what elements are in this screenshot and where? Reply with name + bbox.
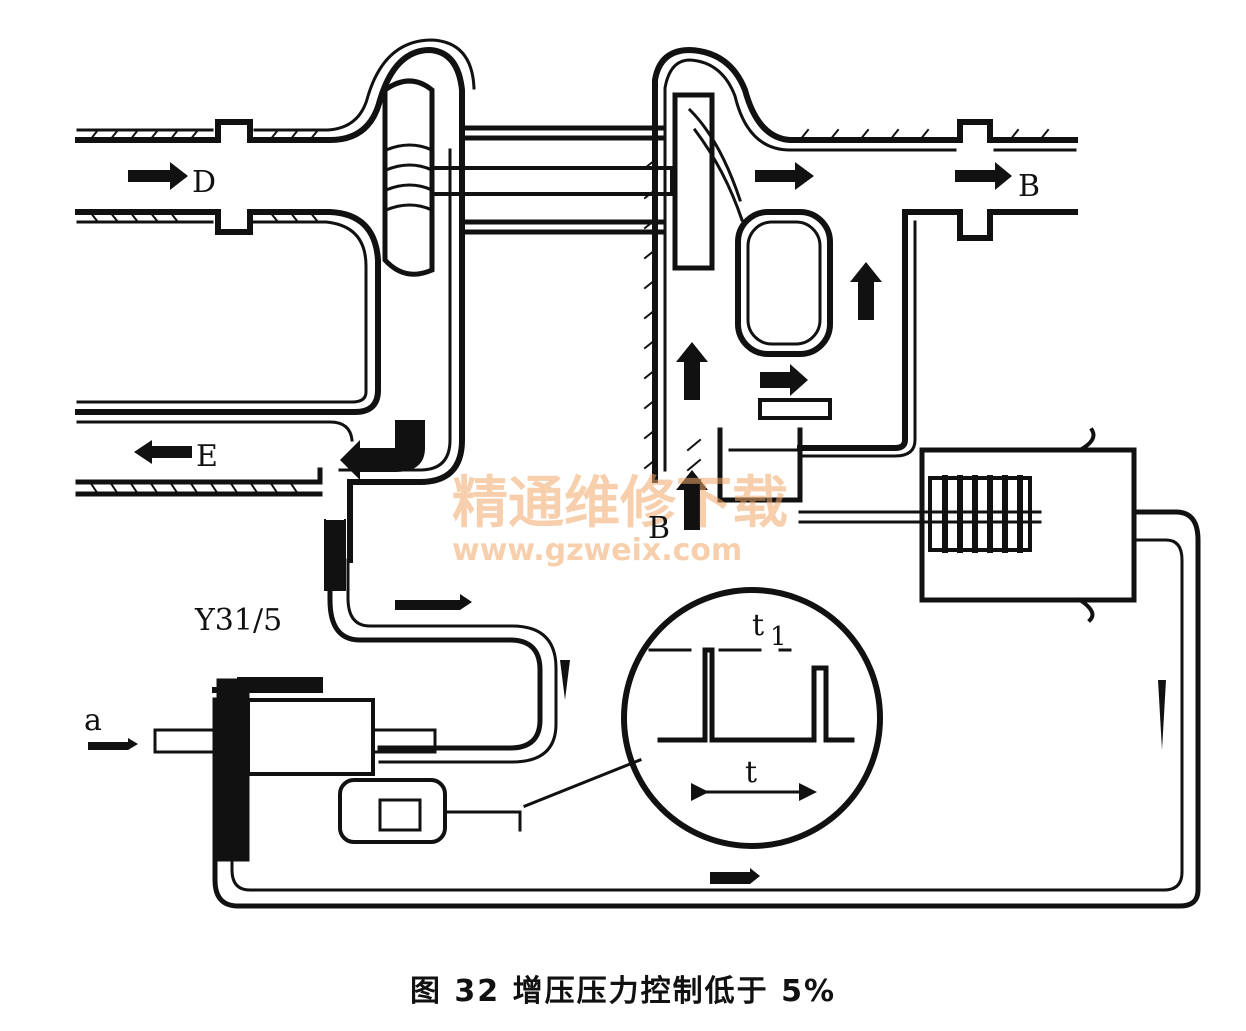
label-valve: Y31/5 — [194, 603, 282, 638]
solenoid-valve — [153, 677, 522, 862]
label-d: D — [192, 165, 216, 200]
flow-arrow-d — [128, 162, 188, 190]
control-lines — [212, 509, 1201, 909]
label-a: a — [84, 703, 102, 738]
compressor-wheel — [382, 78, 435, 277]
flow-arrows — [88, 162, 1166, 884]
intake-duct — [75, 38, 476, 563]
label-e: E — [196, 439, 218, 474]
flow-arrow-return-line — [710, 868, 760, 884]
flow-arrow-b-outlet — [955, 162, 1012, 190]
pulse-signal-inset — [523, 587, 883, 849]
flow-arrow-a — [88, 738, 138, 750]
turbo-shaft — [430, 125, 674, 235]
flow-arrow-return — [340, 420, 425, 480]
figure-caption: 图 32 增压压力控制低于 5% — [409, 974, 836, 1009]
flow-arrow-turbine-out — [755, 162, 814, 190]
label-t1-sub: 1 — [770, 622, 787, 652]
label-t1: t — [752, 608, 764, 643]
watermark-cn: 精通维修下载 — [452, 471, 788, 536]
label-b-bypass: B — [648, 511, 670, 546]
flow-arrow-line-top — [395, 594, 472, 610]
label-b-outlet: B — [1018, 169, 1040, 204]
flow-arrow-up-right — [850, 262, 882, 320]
flow-arrow-line-down — [560, 660, 570, 700]
flow-arrow-bypass — [676, 470, 708, 530]
wastegate-actuator — [798, 427, 1137, 623]
flow-arrow-up-left — [676, 342, 708, 400]
flow-arrow-wastegate — [760, 364, 808, 396]
flow-arrow-e — [134, 440, 192, 464]
watermark-url: www.gzweix.com — [452, 533, 742, 568]
label-t: t — [745, 755, 757, 790]
flow-arrow-vertical-right — [1158, 680, 1166, 750]
